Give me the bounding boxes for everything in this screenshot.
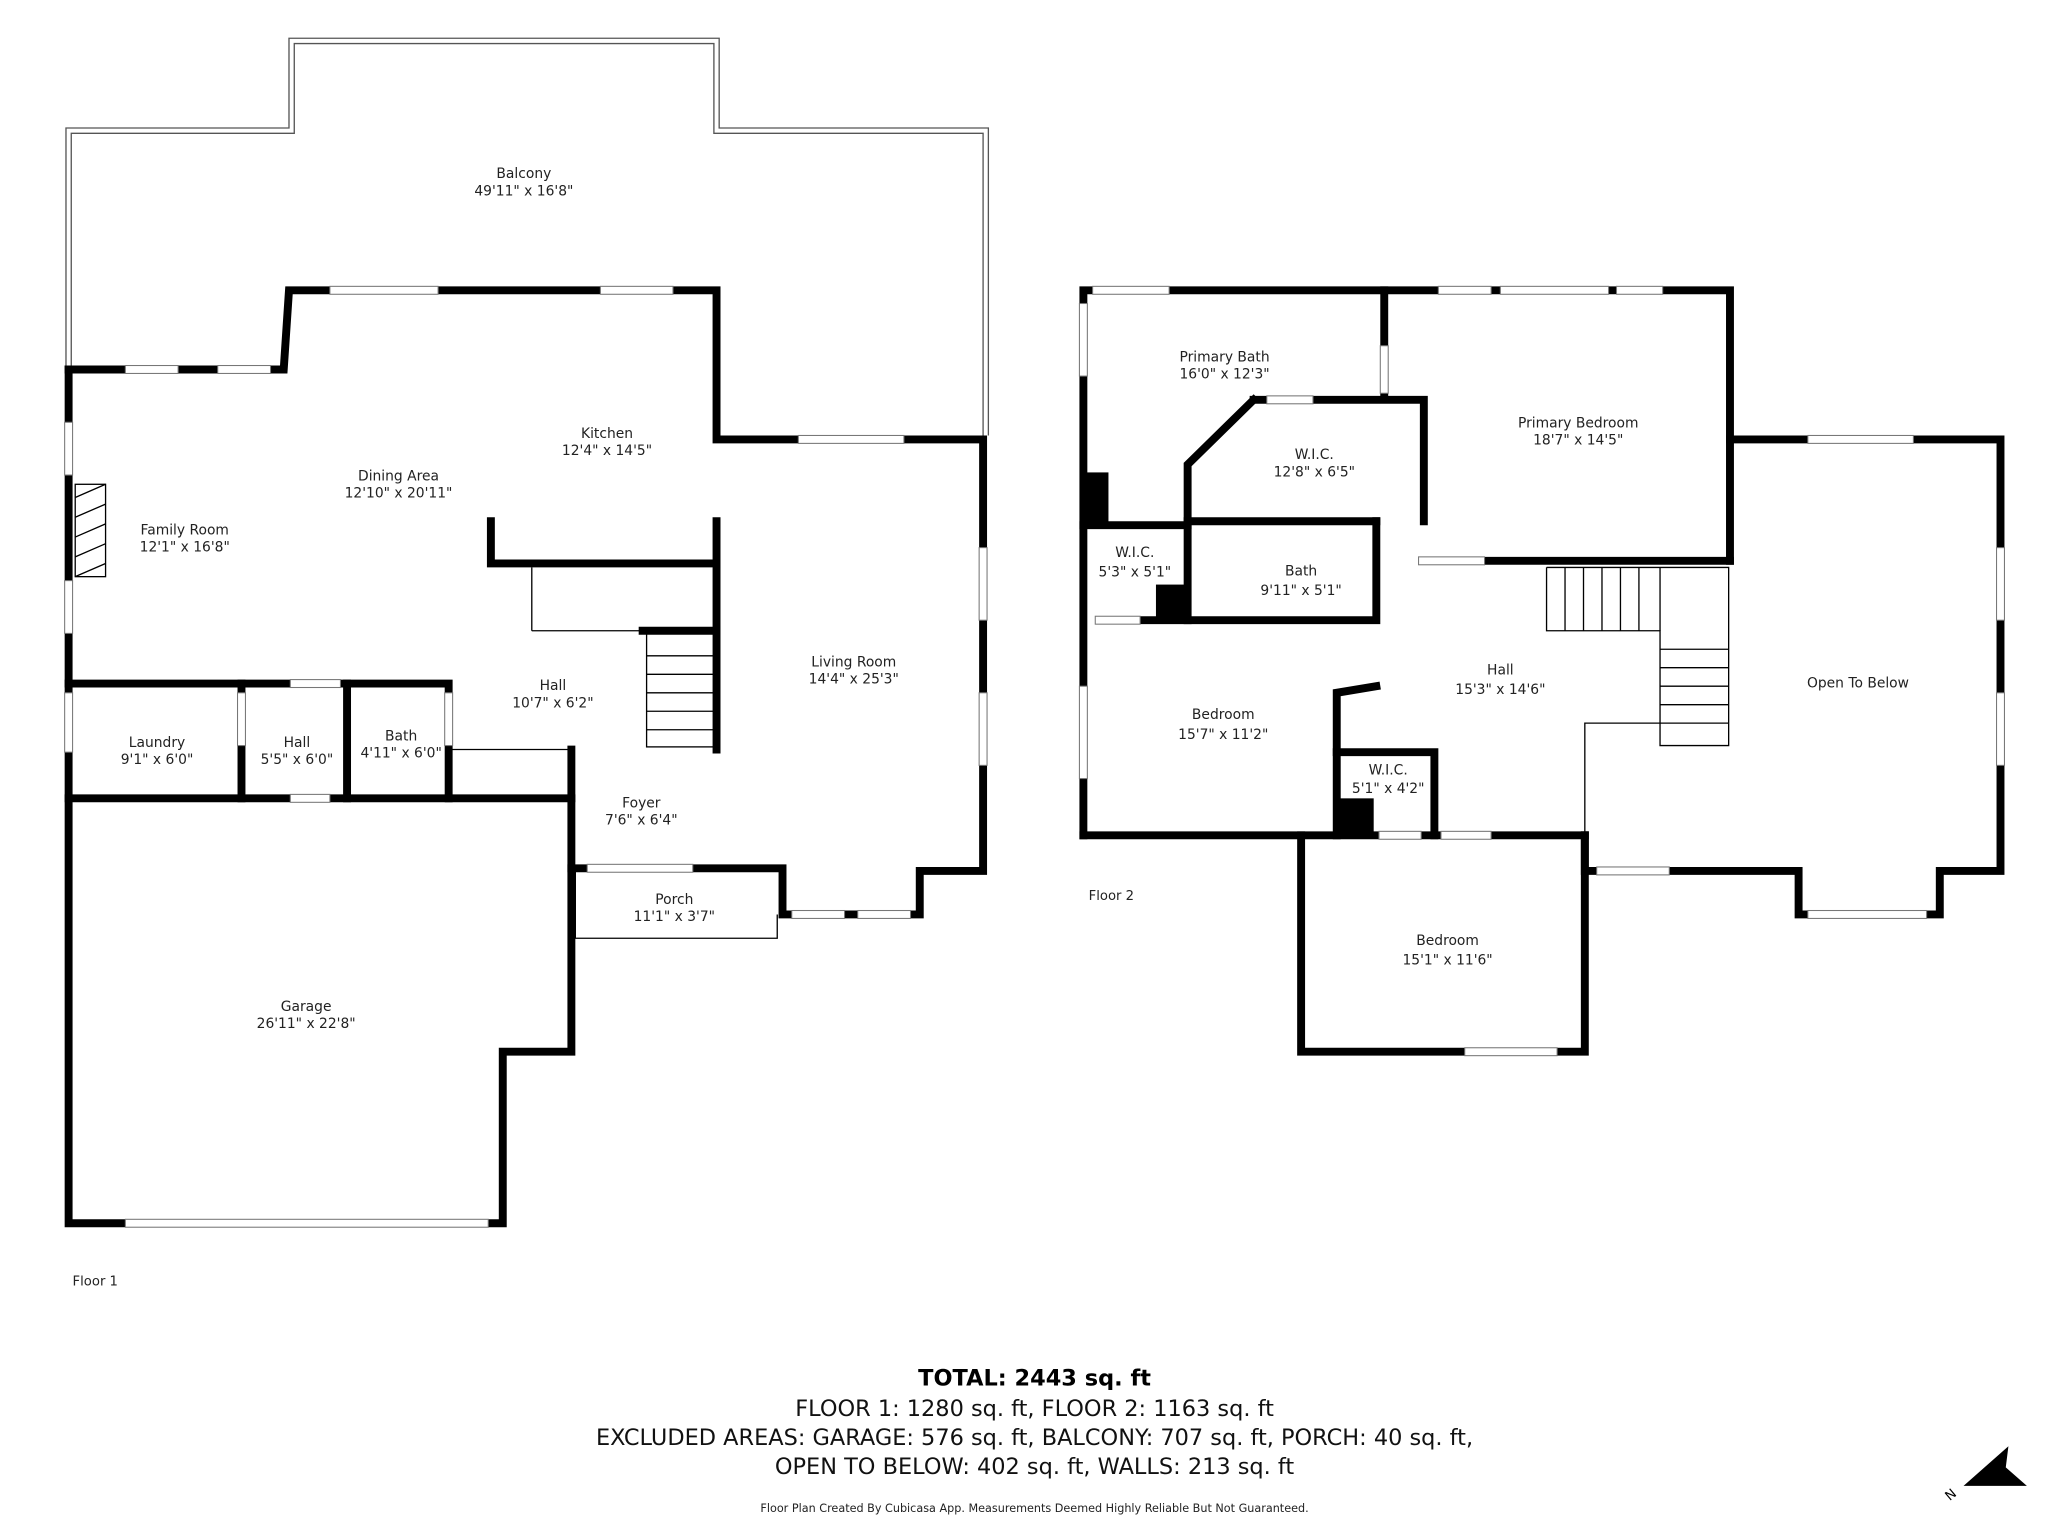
room-name: W.I.C. [1295, 447, 1334, 463]
room-name: Dining Area [358, 468, 439, 484]
floor-1-room-labels: Balcony 49'11" x 16'8" Kitchen 12'4" x 1… [121, 166, 899, 1032]
room-name: Foyer [622, 796, 661, 812]
disclaimer: Floor Plan Created By Cubicasa App. Meas… [760, 1502, 1308, 1515]
room-size: 12'4" x 14'5" [562, 443, 652, 459]
room-name: Bath [385, 728, 417, 744]
north-arrow-icon: N [1943, 1446, 2027, 1504]
room-size: 15'3" x 14'6" [1455, 682, 1545, 698]
room-size: 10'7" x 6'2" [512, 695, 593, 711]
room-size: 9'11" x 5'1" [1260, 583, 1341, 599]
total-area: TOTAL: 2443 sq. ft [918, 1366, 1151, 1392]
room-size: 15'7" x 11'2" [1178, 727, 1268, 743]
excluded-areas-continued: OPEN TO BELOW: 402 sq. ft, WALLS: 213 sq… [775, 1454, 1295, 1480]
room-name: W.I.C. [1115, 545, 1154, 561]
column-block [1155, 584, 1188, 621]
room-size: 9'1" x 6'0" [121, 752, 194, 768]
balcony-outline [65, 37, 990, 436]
floor-1-outer-wall [64, 286, 988, 919]
room-size: 18'7" x 14'5" [1533, 433, 1623, 449]
room-name: Bath [1285, 563, 1317, 579]
room-name: Primary Bedroom [1518, 416, 1639, 432]
room-name: Living Room [811, 654, 896, 670]
fireplace-icon [74, 483, 107, 578]
room-size: 26'11" x 22'8" [257, 1016, 356, 1032]
room-size: 12'1" x 16'8" [140, 540, 230, 556]
floor-1-label: Floor 1 [73, 1274, 118, 1289]
room-name: Primary Bath [1180, 350, 1270, 366]
floor-2-outer-wall [1079, 286, 2005, 919]
north-label: N [1943, 1486, 1960, 1504]
column-block [1083, 472, 1109, 526]
floor-2-label: Floor 2 [1089, 889, 1134, 904]
floor-1-plan: Balcony 49'11" x 16'8" Kitchen 12'4" x 1… [64, 37, 990, 1289]
room-name: Family Room [141, 522, 229, 538]
room-name: Open To Below [1807, 676, 1909, 692]
floor-2-stairs [1545, 566, 1730, 836]
room-name: Kitchen [581, 426, 633, 442]
floor-areas: FLOOR 1: 1280 sq. ft, FLOOR 2: 1163 sq. … [795, 1396, 1274, 1422]
floor-2-room-labels: Primary Bath 16'0" x 12'3" Primary Bedro… [1099, 350, 1909, 969]
room-size: 15'1" x 11'6" [1402, 953, 1492, 969]
room-name: Balcony [496, 166, 551, 182]
floor-1-windows [64, 285, 988, 1228]
room-size: 12'8" x 6'5" [1274, 464, 1355, 480]
room-name: Hall [540, 678, 567, 694]
room-name: Porch [655, 892, 693, 908]
room-size: 4'11" x 6'0" [360, 745, 441, 761]
room-name: Hall [284, 735, 311, 751]
room-size: 5'3" x 5'1" [1099, 565, 1172, 581]
floor-2-windows [1078, 285, 2005, 1057]
room-size: 7'6" x 6'4" [605, 813, 678, 829]
excluded-areas: EXCLUDED AREAS: GARAGE: 576 sq. ft, BALC… [596, 1425, 1473, 1451]
room-size: 11'1" x 3'7" [634, 909, 715, 925]
room-name: Hall [1487, 662, 1514, 678]
room-size: 5'1" x 4'2" [1352, 781, 1425, 797]
floor-1-stairs [645, 632, 716, 748]
room-name: Bedroom [1192, 707, 1255, 723]
room-size: 16'0" x 12'3" [1179, 367, 1269, 383]
room-size: 12'10" x 20'11" [345, 485, 453, 501]
bedroom-2-walls [1297, 831, 1589, 1056]
porch-outline [574, 870, 778, 939]
floor-2-plan: Primary Bath 16'0" x 12'3" Primary Bedro… [1078, 285, 2005, 1057]
room-size: 14'4" x 25'3" [809, 672, 899, 688]
room-name: Laundry [129, 735, 185, 751]
room-name: Garage [281, 999, 332, 1015]
area-summary: TOTAL: 2443 sq. ft FLOOR 1: 1280 sq. ft,… [596, 1366, 1473, 1516]
column-block [1336, 798, 1374, 836]
room-size: 49'11" x 16'8" [474, 183, 573, 199]
room-name: W.I.C. [1369, 763, 1408, 779]
room-name: Bedroom [1416, 933, 1479, 949]
room-size: 5'5" x 6'0" [261, 752, 334, 768]
